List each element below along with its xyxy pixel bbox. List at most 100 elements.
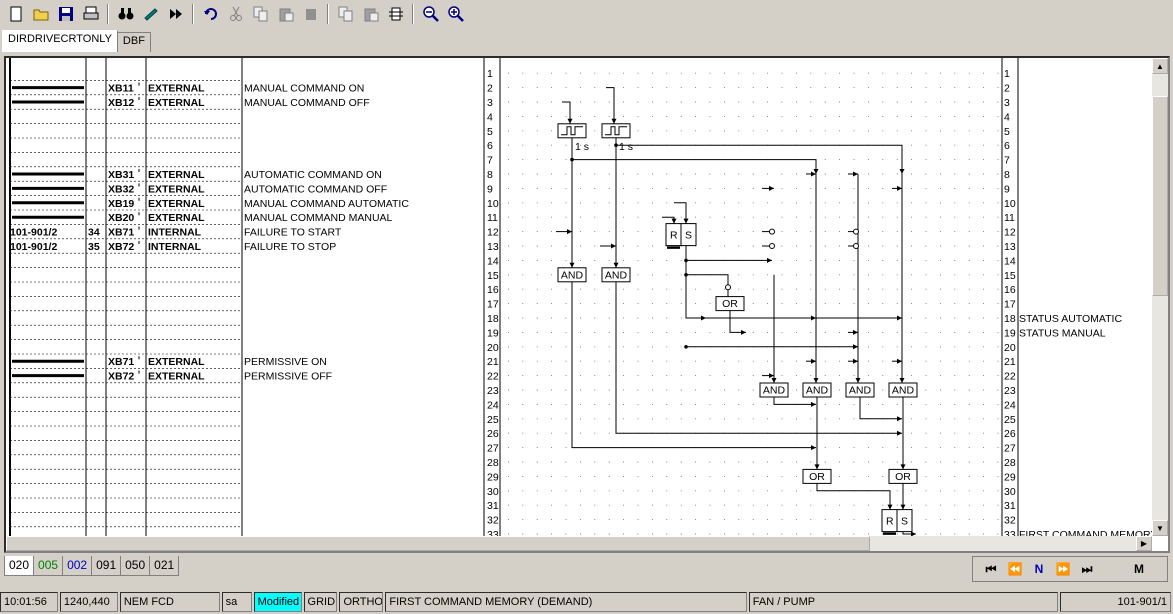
- paste-page-button[interactable]: [359, 3, 382, 25]
- and-gate-1: [557, 267, 587, 283]
- wire-status-manual: [729, 310, 746, 333]
- binoculars-icon: [118, 8, 133, 20]
- copy-page-button[interactable]: [334, 3, 357, 25]
- status-user: sa: [221, 592, 252, 612]
- save-icon: [58, 7, 73, 21]
- fast-forward-button[interactable]: [164, 3, 187, 25]
- signal-arrow: [811, 445, 816, 451]
- tab-dbf[interactable]: DBF: [116, 32, 151, 52]
- io-tag: XB12: [108, 97, 134, 109]
- next-page-icon[interactable]: ⏩: [1055, 562, 1071, 576]
- signal-arrow: [567, 229, 572, 235]
- cut-button[interactable]: [224, 3, 247, 25]
- copy-page-icon: [338, 6, 352, 22]
- first-page-icon[interactable]: ⏮: [985, 561, 997, 576]
- wire-xb20: [662, 216, 675, 224]
- scroll-up-arrow-icon[interactable]: ▲: [1152, 58, 1168, 74]
- binoculars-button[interactable]: [114, 3, 137, 25]
- io-description: MANUAL COMMAND AUTOMATIC: [244, 198, 409, 210]
- signal-arrow: [671, 218, 677, 224]
- vertical-scroll-thumb[interactable]: [1152, 96, 1168, 296]
- document-tabs: DIRDRIVECRTONLY DBF: [2, 30, 151, 52]
- marker-button[interactable]: M: [1134, 562, 1144, 576]
- horizontal-scrollbar[interactable]: ▶: [6, 536, 1152, 551]
- row-number-right: 9: [1004, 183, 1010, 195]
- row-number-right: 15: [1004, 270, 1016, 282]
- row-number-right: 8: [1004, 169, 1010, 181]
- page-tab-020[interactable]: 020: [4, 556, 35, 576]
- signal-arrow: [569, 262, 575, 268]
- row-number-left: 20: [487, 342, 499, 354]
- io-type: EXTERNAL: [148, 356, 205, 368]
- page-tab-005[interactable]: 005: [33, 556, 64, 576]
- page-tab-002[interactable]: 002: [62, 556, 93, 576]
- wire-off-branch: [616, 144, 903, 383]
- undo-button[interactable]: [199, 3, 222, 25]
- signal-arrow: [814, 464, 820, 470]
- align-button[interactable]: [384, 3, 407, 25]
- vertical-scrollbar[interactable]: ▲ ▼: [1152, 58, 1168, 536]
- wire-and3-out: [773, 397, 816, 405]
- row-number-right: 20: [1004, 342, 1016, 354]
- row-number-right: 17: [1004, 299, 1016, 311]
- rs-auto-manual-s: S: [685, 230, 692, 242]
- and-gate-5-label: AND: [849, 385, 872, 397]
- save-button[interactable]: [54, 3, 77, 25]
- last-page-icon[interactable]: ⏭: [1081, 561, 1093, 576]
- grid-dots: [508, 72, 999, 535]
- zoom-in-button[interactable]: [444, 3, 467, 25]
- row-number-left: 4: [487, 111, 493, 123]
- row-number-left: 13: [487, 241, 499, 253]
- toolbar: [0, 0, 1173, 28]
- io-type: EXTERNAL: [148, 97, 205, 109]
- tab-dirdrivecrtonly[interactable]: DIRDRIVECRTONLY: [2, 30, 118, 52]
- signal-arrow: [611, 118, 617, 124]
- io-tag: XB72: [108, 371, 134, 383]
- signal-arrow: [613, 262, 619, 268]
- signal-arrow: [900, 504, 906, 510]
- page-tab-091[interactable]: 091: [91, 556, 122, 576]
- refresh-button[interactable]: [139, 3, 162, 25]
- open-folder-button[interactable]: [29, 3, 52, 25]
- signal-arrow: [897, 315, 902, 321]
- page-tab-050[interactable]: 050: [120, 556, 151, 576]
- io-type: INTERNAL: [148, 227, 202, 239]
- status-grid[interactable]: GRID: [303, 592, 338, 612]
- open-folder-icon: [33, 9, 48, 21]
- scroll-down-arrow-icon[interactable]: ▼: [1152, 520, 1168, 536]
- row-number-right: 13: [1004, 241, 1016, 253]
- horizontal-scroll-thumb[interactable]: [6, 536, 870, 551]
- align-icon: [388, 7, 403, 21]
- row-number-right: 2: [1004, 83, 1010, 95]
- output-label: STATUS MANUAL: [1019, 327, 1106, 339]
- and-gate-2-label: AND: [605, 269, 628, 281]
- row-number-left: 3: [487, 97, 493, 109]
- inverter-dot-icon: [853, 228, 859, 235]
- paste-button[interactable]: [274, 3, 297, 25]
- row-number-left: 9: [487, 183, 493, 195]
- status-coords: 1240,440: [59, 592, 118, 612]
- new-button[interactable]: [4, 3, 27, 25]
- delete-button[interactable]: [299, 3, 322, 25]
- current-page-button[interactable]: N: [1034, 562, 1044, 576]
- status-ortho[interactable]: ORTHO: [339, 592, 384, 612]
- io-description: AUTOMATIC COMMAND ON: [244, 169, 382, 181]
- and-gate-4-label: AND: [806, 385, 829, 397]
- zoom-out-button[interactable]: [419, 3, 442, 25]
- copy-button[interactable]: [249, 3, 272, 25]
- cut-icon: [229, 6, 242, 21]
- previous-page-icon[interactable]: ⏪: [1007, 562, 1023, 576]
- zoom-out-icon: [422, 6, 439, 22]
- print-button[interactable]: [79, 3, 102, 25]
- signal-arrow: [911, 531, 916, 536]
- signal-arrow: [811, 358, 816, 364]
- scroll-right-arrow-icon[interactable]: ▶: [1136, 536, 1152, 551]
- io-description: FAILURE TO START: [244, 227, 342, 239]
- row-number-right: 12: [1004, 227, 1016, 239]
- page-tab-021[interactable]: 021: [149, 556, 180, 576]
- signal-arrow: [611, 243, 616, 249]
- io-description: PERMISSIVE OFF: [244, 371, 332, 383]
